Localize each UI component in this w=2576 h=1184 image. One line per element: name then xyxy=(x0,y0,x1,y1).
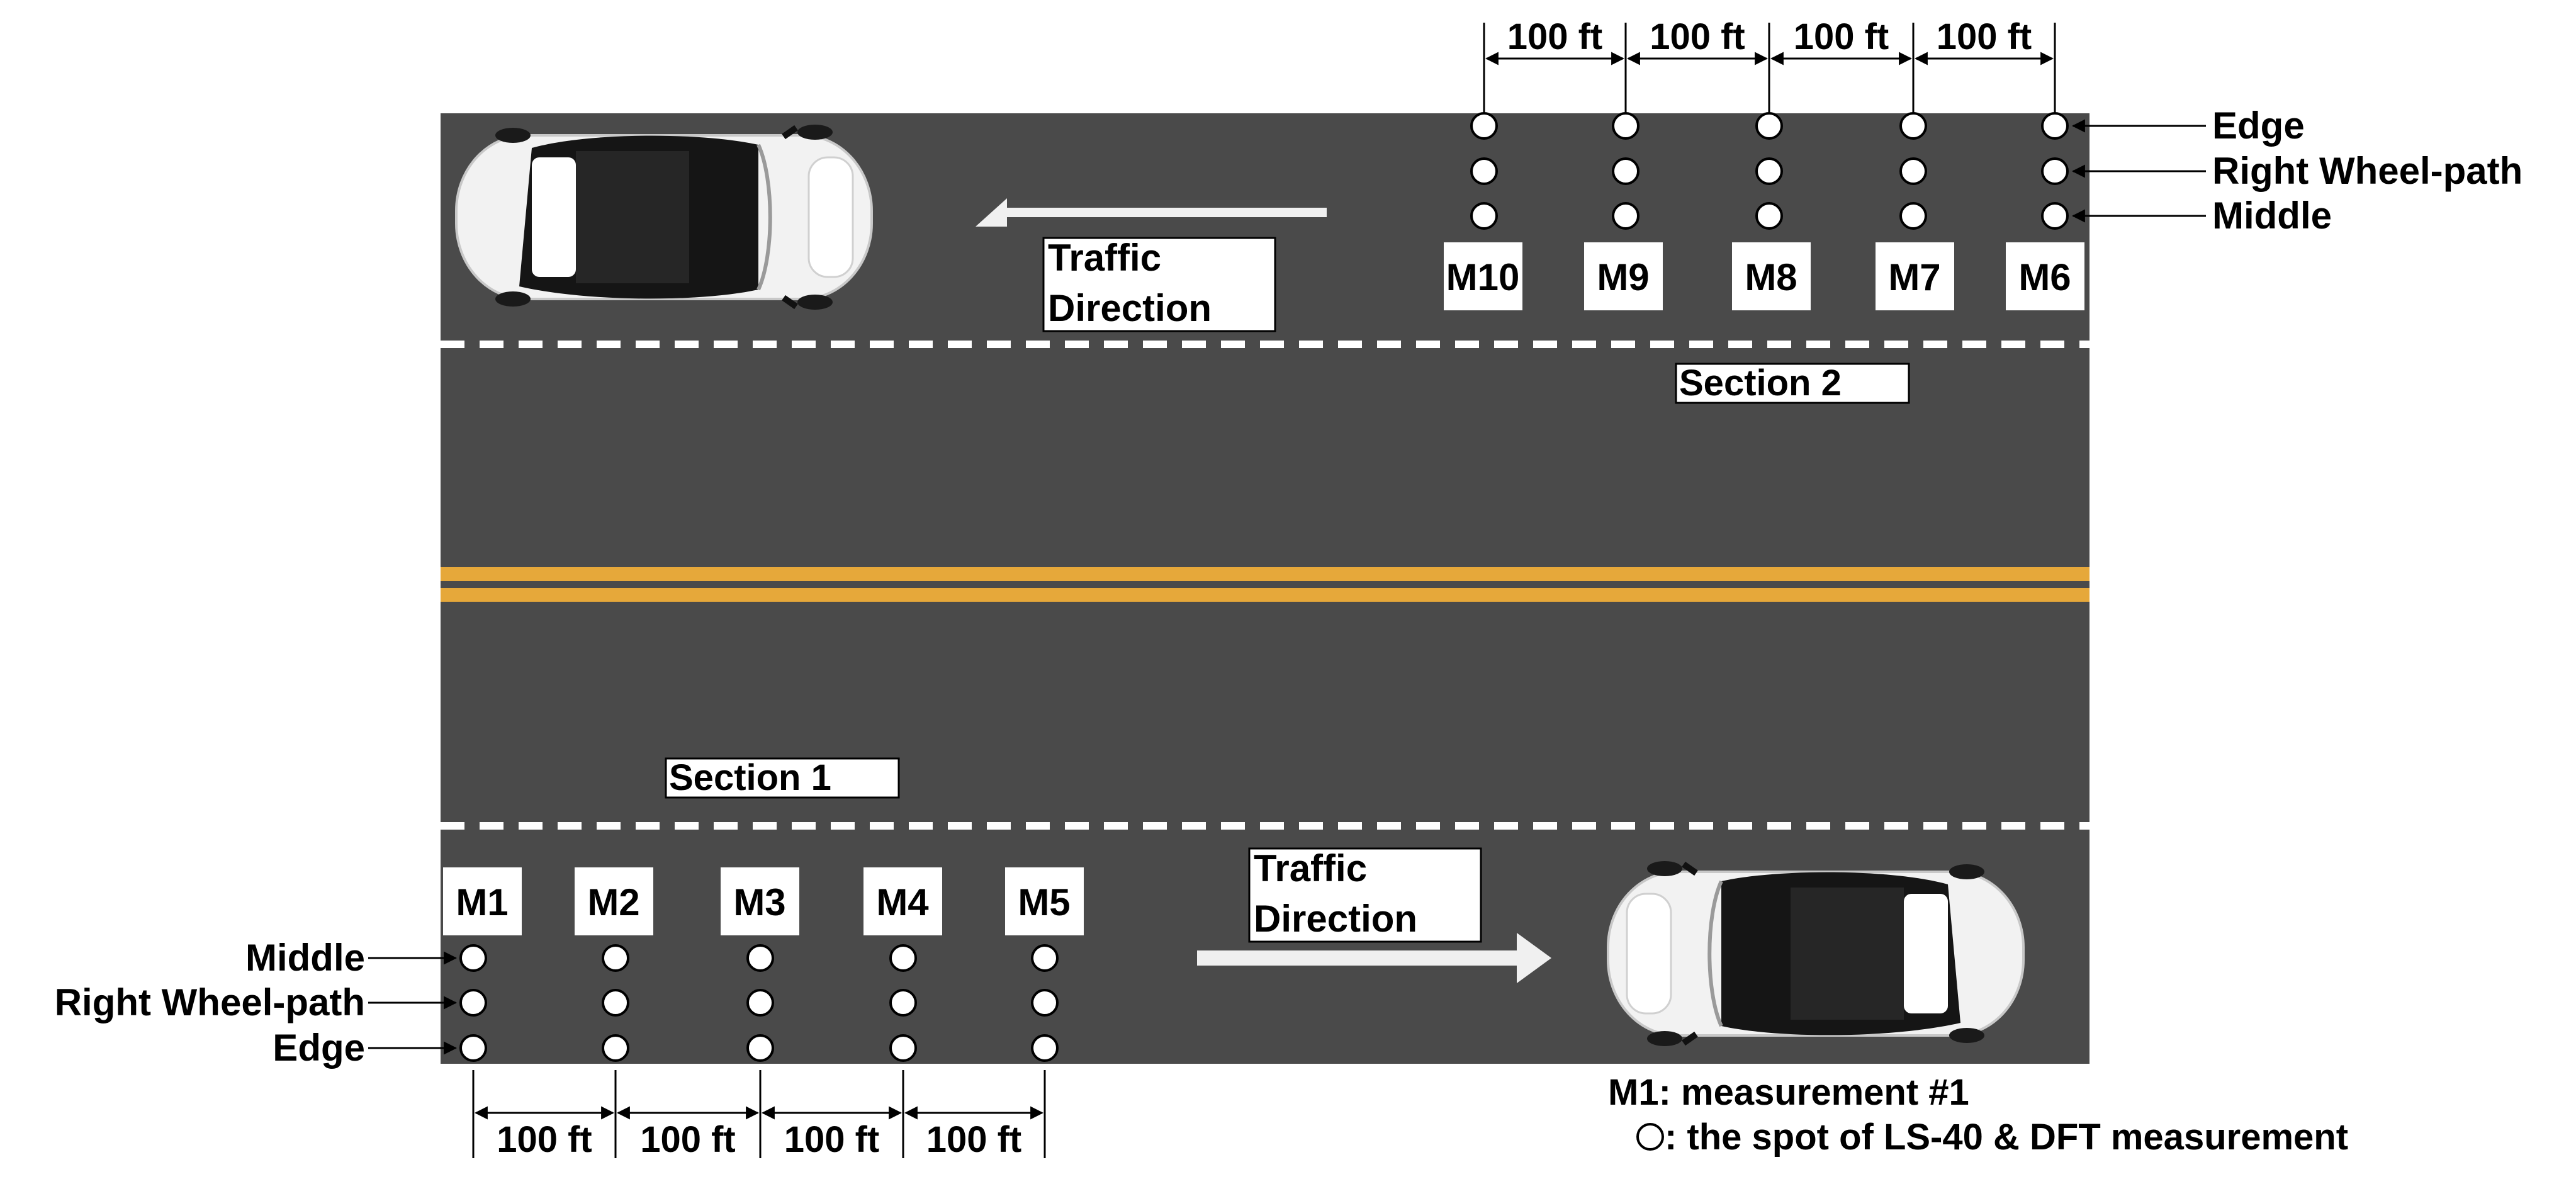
dim-lower-span-label-3: 100 ft xyxy=(926,1119,1022,1160)
spot-label-upper-2: Middle xyxy=(2212,195,2332,237)
spot-upper-1-1 xyxy=(1612,157,1640,185)
spot-upper-4-0 xyxy=(2041,112,2069,140)
dim-upper-span-label-0: 100 ft xyxy=(1507,16,1603,57)
marker-m2-label: M2 xyxy=(587,881,639,923)
spot-label-upper-0: Edge xyxy=(2212,104,2305,147)
marker-m6-label: M6 xyxy=(2018,256,2071,298)
spot-label-lower-0: Middle xyxy=(245,937,365,979)
marker-m6-box xyxy=(2006,242,2084,310)
dim-upper-span-label-3: 100 ft xyxy=(1937,16,2032,57)
spot-label-upper-1: Right Wheel-path xyxy=(2212,150,2523,192)
section-2-label: Section 2 xyxy=(1679,363,1842,403)
spot-upper-3-0 xyxy=(1899,112,1927,140)
marker-m10-box xyxy=(1444,242,1522,310)
legend: M1: measurement #1 : the spot of LS-40 &… xyxy=(1608,1072,2348,1158)
dim-lower-span-label-1: 100 ft xyxy=(640,1119,736,1160)
marker-m4-box xyxy=(863,867,942,935)
spot-upper-0-0 xyxy=(1470,112,1498,140)
marker-m9-label: M9 xyxy=(1597,256,1649,298)
dim-lower-span-label-2: 100 ft xyxy=(784,1119,880,1160)
spot-lower-3-2 xyxy=(889,1034,917,1062)
spot-upper-0-2 xyxy=(1470,202,1498,230)
spot-lower-1-0 xyxy=(602,944,629,972)
marker-m10-label: M10 xyxy=(1446,256,1520,298)
car-lower-lane xyxy=(1608,861,2023,1046)
marker-m7-label: M7 xyxy=(1888,256,1940,298)
spot-lower-3-1 xyxy=(889,989,917,1017)
marker-m1-box xyxy=(443,867,522,935)
traffic-direction-upper: Traffic Direction xyxy=(976,198,1327,332)
traffic-label-lower-line2: Direction xyxy=(1254,898,1417,940)
spot-lower-4-2 xyxy=(1031,1034,1059,1062)
traffic-direction-lower: Traffic Direction xyxy=(1197,847,1551,983)
spot-upper-0-1 xyxy=(1470,157,1498,185)
traffic-label-lower-line1: Traffic xyxy=(1254,847,1367,889)
spot-lower-1-2 xyxy=(602,1034,629,1062)
spot-lower-1-1 xyxy=(602,989,629,1017)
traffic-arrow-right-icon xyxy=(1197,933,1551,983)
spot-upper-2-1 xyxy=(1755,157,1783,185)
traffic-direction-group: Traffic Direction Traffic Direction xyxy=(976,198,1551,983)
spot-lower-0-1 xyxy=(459,989,487,1017)
section-labels: Section 2 Section 1 xyxy=(665,363,1910,799)
dim-lower-span-label-0: 100 ft xyxy=(497,1119,592,1160)
marker-m8-box xyxy=(1732,242,1811,310)
marker-m1-label: M1 xyxy=(456,881,508,923)
legend-spot-icon xyxy=(1636,1123,1664,1151)
marker-m5-label: M5 xyxy=(1018,881,1070,923)
dim-upper-span-label-2: 100 ft xyxy=(1794,16,1889,57)
marker-m3-box xyxy=(721,867,799,935)
dim-upper-span-label-1: 100 ft xyxy=(1650,16,1745,57)
marker-m3-label: M3 xyxy=(733,881,785,923)
car-upper-lane xyxy=(456,125,872,310)
traffic-label-upper-line2: Direction xyxy=(1048,287,1212,329)
spot-upper-4-1 xyxy=(2041,157,2069,185)
marker-m8-label: M8 xyxy=(1745,256,1797,298)
traffic-label-upper-line1: Traffic xyxy=(1048,237,1161,279)
spacing-dimensions: 100 ft 100 ft 100 ft 100 ft 100 ft 100 ft 100 … xyxy=(472,16,2056,1160)
legend-marker-note: M1: measurement #1 xyxy=(1608,1072,1969,1113)
marker-m4-label: M4 xyxy=(876,881,929,923)
spot-upper-3-1 xyxy=(1899,157,1927,185)
spot-lower-4-0 xyxy=(1031,944,1059,972)
spot-upper-2-2 xyxy=(1755,202,1783,230)
spot-upper-1-2 xyxy=(1612,202,1640,230)
spot-label-lower-1: Right Wheel-path xyxy=(55,981,365,1023)
spot-lower-2-2 xyxy=(746,1034,774,1062)
traffic-arrow-left-icon xyxy=(976,198,1327,227)
marker-m9-box xyxy=(1584,242,1663,310)
marker-m2-box xyxy=(575,867,653,935)
spot-lower-2-1 xyxy=(746,989,774,1017)
spot-label-lower-2: Edge xyxy=(273,1027,365,1069)
center-line-1 xyxy=(441,567,2089,581)
spot-lower-2-0 xyxy=(746,944,774,972)
section-1-label: Section 1 xyxy=(669,757,831,798)
spot-upper-3-2 xyxy=(1899,202,1927,230)
spot-lower-3-0 xyxy=(889,944,917,972)
marker-m7-box xyxy=(1876,242,1954,310)
spot-upper-4-2 xyxy=(2041,202,2069,230)
spot-lower-4-1 xyxy=(1031,989,1059,1017)
marker-m5-box xyxy=(1005,867,1084,935)
center-line-2 xyxy=(441,588,2089,602)
spot-upper-1-0 xyxy=(1612,112,1640,140)
legend-spot-note: : the spot of LS-40 & DFT measurement xyxy=(1665,1117,2348,1158)
spot-lower-0-0 xyxy=(459,944,487,972)
spot-upper-2-0 xyxy=(1755,112,1783,140)
measurement-spots xyxy=(459,112,2069,1062)
spot-lower-0-2 xyxy=(459,1034,487,1062)
